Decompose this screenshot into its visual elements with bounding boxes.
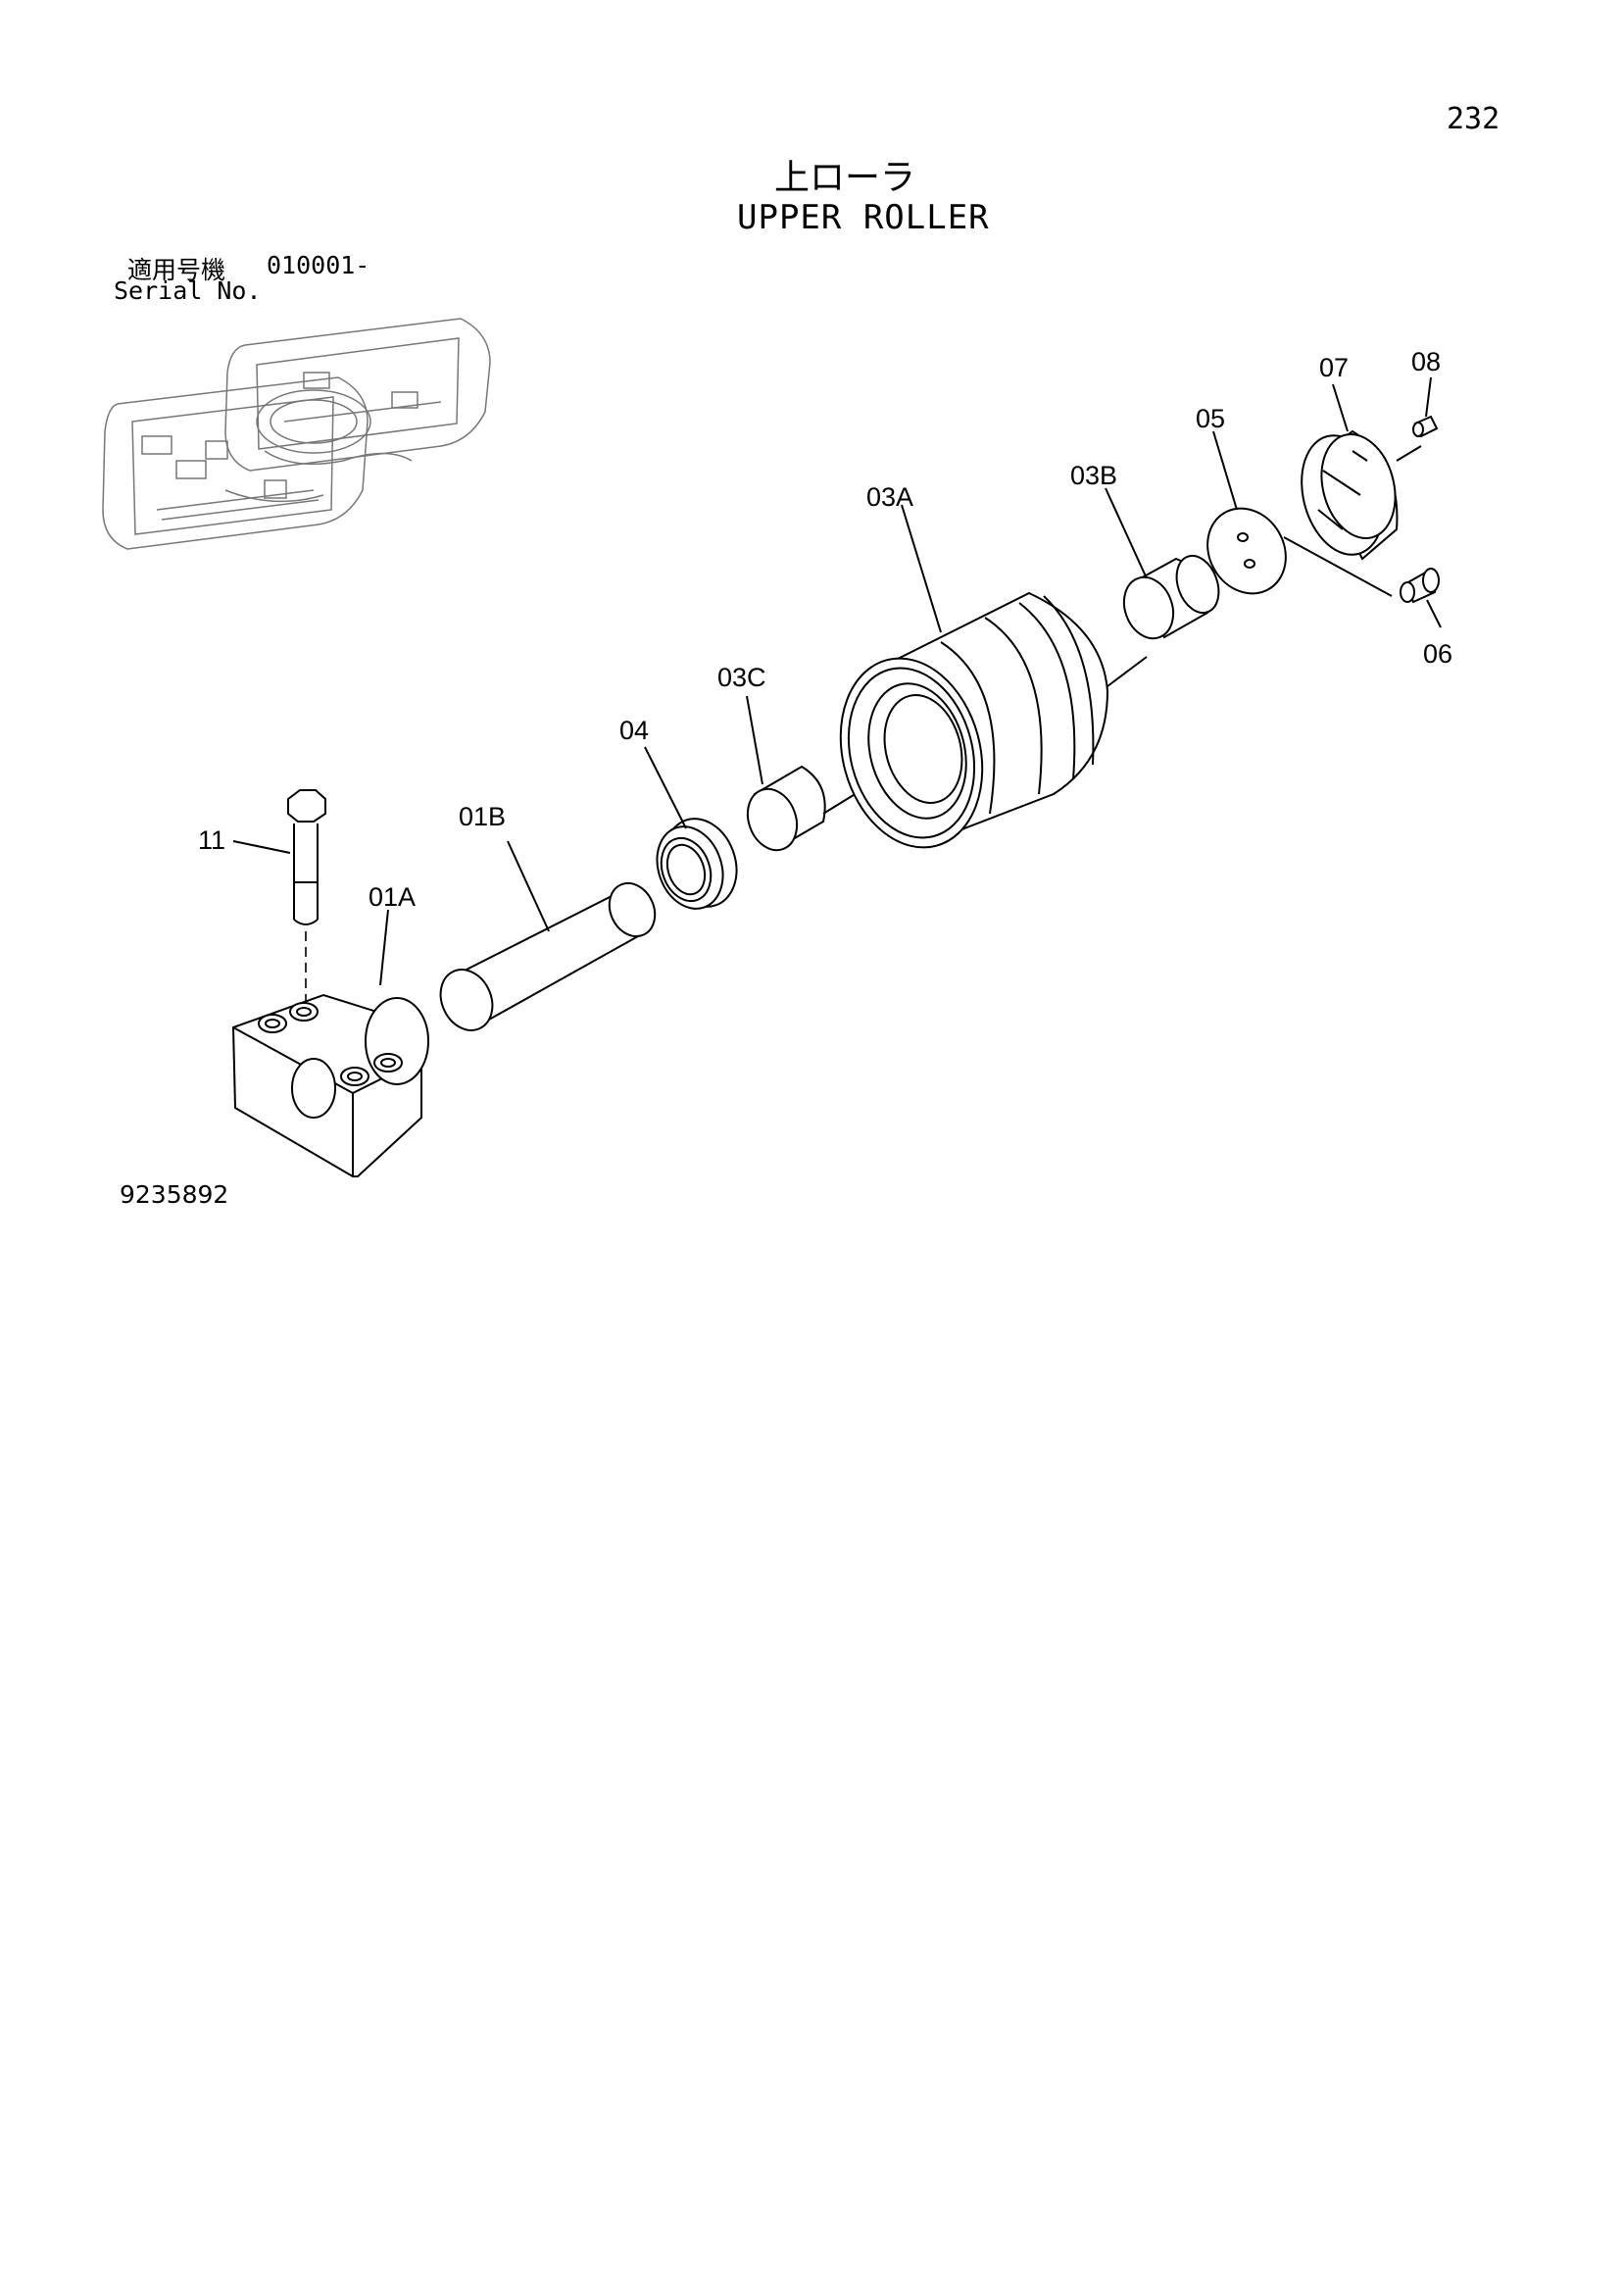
part-03c-bushing (746, 765, 888, 852)
serial-label-japanese: 適用号機 (127, 256, 226, 284)
callout-05: 05 (1196, 404, 1225, 433)
callout-03b: 03B (1070, 461, 1117, 490)
callout-leaders (232, 376, 1442, 986)
callout-04: 04 (619, 716, 649, 745)
part-04-floating-seal (656, 818, 738, 910)
part-08-plug (1412, 415, 1439, 438)
callout-03a: 03A (866, 482, 913, 512)
callout-08: 08 (1411, 347, 1441, 376)
undercarriage-thumbnail (102, 318, 491, 550)
callout-11: 11 (198, 825, 225, 855)
part-03b-bushing (1122, 554, 1220, 640)
part-01b-shaft (439, 881, 657, 1031)
part-03a-roller (839, 591, 1148, 849)
serial-label: Serial No. (114, 276, 262, 305)
part-05-thrust-plate (1206, 507, 1393, 597)
page-number: 232 (1447, 102, 1500, 136)
callout-01a: 01A (369, 882, 416, 912)
callout-06: 06 (1423, 639, 1452, 669)
drawing-number: 9235892 (120, 1180, 229, 1209)
callout-07: 07 (1319, 353, 1349, 382)
callout-03c: 03C (717, 663, 766, 692)
part-11-bolt (287, 789, 326, 1010)
page-title: UPPER ROLLER (737, 198, 990, 237)
page-title-japanese: 上ローラ (774, 158, 916, 198)
callout-01b: 01B (459, 802, 506, 831)
part-06-plug-screw (1400, 568, 1440, 604)
part-07-cover (1301, 429, 1422, 561)
part-01a-bracket (231, 993, 429, 1177)
serial-range: 010001- (267, 251, 370, 279)
